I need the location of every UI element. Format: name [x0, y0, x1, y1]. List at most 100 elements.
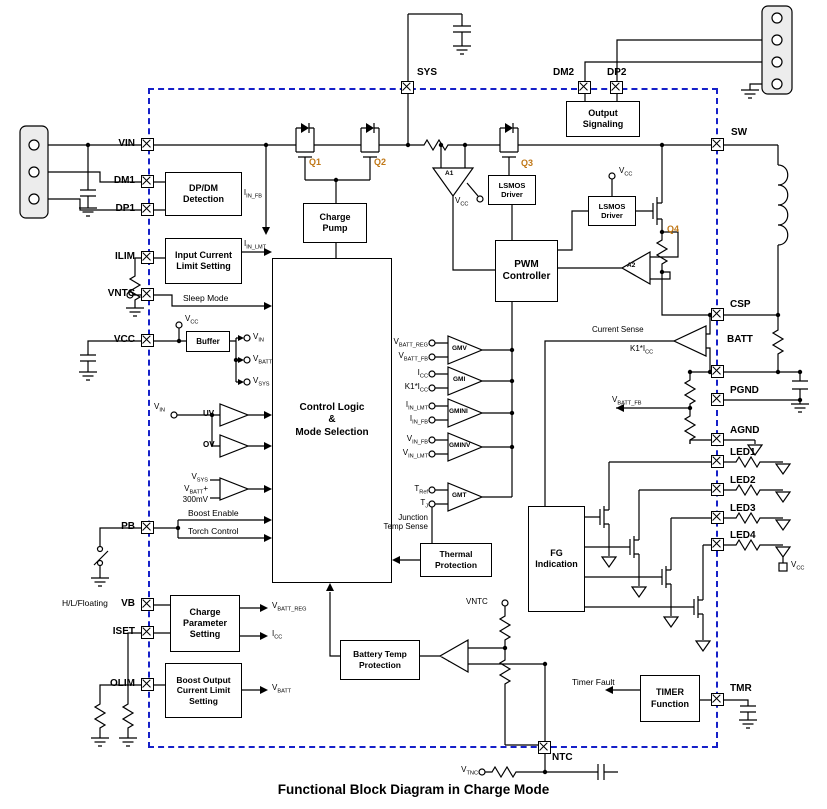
- pin-olim: [141, 678, 154, 691]
- pin-led1: [711, 455, 724, 468]
- label-vin-fb-in: VIN_FB: [406, 434, 428, 446]
- label-uv: UV: [203, 409, 215, 418]
- pin-tmr: [711, 693, 724, 706]
- label-q4: Q4: [667, 224, 680, 234]
- block-dpdm-detection: DP/DM Detection: [165, 172, 242, 216]
- label-vin-comp: VIN: [154, 402, 165, 414]
- pin-label-iset: ISET: [112, 626, 135, 637]
- pin-label-sw: SW: [731, 127, 748, 138]
- label-gmi: GMI: [453, 376, 466, 383]
- pin-label-led1: LED1: [730, 447, 756, 458]
- pin-label-vcc: VCC: [113, 334, 135, 345]
- pin-dp1: [141, 203, 154, 216]
- block-thermal-protection: Thermal Protection: [420, 543, 492, 577]
- label-a1: A1: [445, 170, 454, 177]
- label-vin-out: VIN: [253, 332, 264, 344]
- label-vcc-led: VCC: [791, 560, 805, 572]
- label-icc-in: ICC: [417, 368, 428, 380]
- label-a2: A2: [627, 262, 636, 269]
- label-q2: Q2: [374, 157, 387, 167]
- pin-sys: [401, 81, 414, 94]
- pin-label-batt: BATT: [727, 334, 753, 345]
- label-q3: Q3: [521, 158, 534, 168]
- block-buffer: Buffer: [186, 331, 230, 352]
- label-gmv: GMV: [452, 345, 467, 352]
- label-iin-fb-in: IIN_FB: [409, 414, 428, 426]
- pin-label-tmr: TMR: [730, 683, 752, 694]
- pin-label-csp: CSP: [730, 299, 751, 310]
- hollow-triangles: [600, 444, 792, 653]
- label-vtnc: VTNC: [461, 765, 478, 777]
- wires-left-top: [48, 13, 712, 738]
- pin-dp2: [610, 81, 623, 94]
- pin-label-vntc: VNTC: [107, 288, 135, 299]
- label-boost-enable: Boost Enable: [188, 508, 239, 518]
- pin-label-dm1: DM1: [113, 175, 135, 186]
- opamp-triangles: [219, 167, 707, 674]
- label-iin-fb-rail: IIN_FB: [243, 188, 262, 200]
- pin-label-pb: PB: [121, 521, 135, 532]
- label-gmt: GMT: [452, 492, 467, 499]
- label-vbatt-reg-in: VBATT_REG: [393, 337, 428, 349]
- block-output-signaling: Output Signaling: [566, 101, 640, 137]
- label-vbatt-out: VBATT: [253, 354, 273, 366]
- block-lsmos-driver-2: LSMOS Driver: [588, 196, 636, 226]
- pin-dm1: [141, 175, 154, 188]
- pin-label-dp2: DP2: [607, 67, 627, 78]
- pin-iset: [141, 626, 154, 639]
- label-vbatt-plus: VBATT+: [184, 484, 208, 496]
- pin-label-led3: LED3: [730, 503, 756, 514]
- label-vcc-lsmos: VCC: [619, 166, 633, 178]
- label-timer-fault: Timer Fault: [572, 677, 615, 687]
- label-icc-out: ICC: [272, 629, 283, 641]
- usb-connector-top-right: [761, 5, 793, 95]
- pin-label-vb: VB: [121, 598, 135, 609]
- pin-agnd: [711, 433, 724, 446]
- pin-label-agnd: AGND: [730, 425, 760, 436]
- block-battery-temp-protection: Battery Temp Protection: [340, 640, 420, 680]
- diagram-title: Functional Block Diagram in Charge Mode: [277, 782, 550, 797]
- label-gmini: GMINI: [449, 408, 468, 415]
- inductor-coil: [777, 164, 789, 246]
- ic-boundary-dashed-border: [148, 88, 718, 748]
- label-iin-lmt-in: IIN_LMT: [405, 400, 428, 412]
- label-vbatt-boost-out: VBATT: [272, 683, 292, 695]
- label-300mv: 300mV: [182, 495, 208, 504]
- label-vsys-out: VSYS: [253, 376, 270, 388]
- label-gminv: GMINV: [449, 442, 471, 449]
- pin-label-dm2: DM2: [553, 67, 575, 78]
- label-ov: OV: [203, 440, 215, 449]
- block-charge-pump: Charge Pump: [303, 203, 367, 243]
- label-vcc-a1: VCC: [455, 196, 469, 208]
- label-vin-lmt-in: VIN_LMT: [402, 448, 428, 460]
- label-tj-in: TJ: [420, 498, 428, 510]
- block-input-current-limit: Input Current Limit Setting: [165, 238, 242, 284]
- vcc-led-pad: [778, 562, 788, 572]
- block-timer-function: TIMER Function: [640, 675, 700, 722]
- usb-connector-left: [19, 125, 49, 219]
- label-vntc: VNTC: [466, 597, 488, 606]
- pin-csp: [711, 308, 724, 321]
- label-current-sense: Current Sense: [592, 325, 644, 334]
- pin-led3: [711, 511, 724, 524]
- label-vbatt-fb-div: VBATT_FB: [612, 395, 642, 407]
- block-pwm-controller: PWM Controller: [495, 240, 558, 302]
- label-junction-temp-sense: Junction Temp Sense: [383, 513, 428, 531]
- block-control-logic: Control Logic & Mode Selection: [272, 258, 392, 583]
- pin-label-vin: VIN: [118, 138, 135, 149]
- label-k1icc-cs: K1*ICC: [630, 344, 654, 356]
- pin-label-ilim: ILIM: [115, 251, 135, 262]
- pin-vntc: [141, 288, 154, 301]
- pin-label-led4: LED4: [730, 530, 756, 541]
- pin-label-pgnd: PGND: [730, 385, 759, 396]
- pin-led4: [711, 538, 724, 551]
- pin-ilim: [141, 251, 154, 264]
- pin-sw: [711, 138, 724, 151]
- label-vbatt-reg-out: VBATT_REG: [272, 601, 307, 613]
- pin-label-led2: LED2: [730, 475, 756, 486]
- label-tref-in: TRef: [414, 484, 428, 496]
- block-boost-output-current-limit: Boost Output Current Limit Setting: [165, 663, 242, 718]
- label-hl-floating: H/L/Floating: [62, 598, 108, 608]
